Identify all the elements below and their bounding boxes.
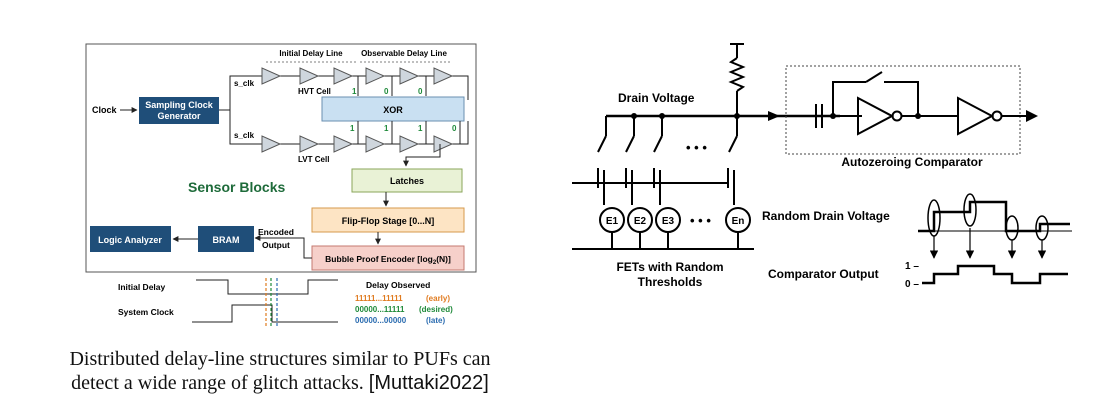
random-drain-label: Random Drain Voltage — [762, 209, 890, 223]
autozero-circuit — [572, 43, 1038, 250]
observable-delay-line-label: Observable Delay Line — [361, 49, 447, 58]
level-0-label: 0 – — [905, 279, 919, 290]
sample-ellipses — [927, 193, 1049, 241]
fet-en: En — [732, 216, 745, 227]
sensor-blocks-title: Sensor Blocks — [188, 179, 285, 195]
fet-e1: E1 — [606, 216, 619, 227]
encoder-label-main: Bubble Proof Encoder [log — [325, 254, 433, 264]
system-clock-label: System Clock — [118, 307, 174, 317]
autozero-box — [785, 65, 1021, 155]
caption-line-2: detect a wide range of glitch attacks. [… — [20, 371, 540, 395]
bottom-bit-2: 1 — [384, 124, 389, 133]
encoder-label-sub: 2 — [433, 260, 437, 266]
encoded-output-line2: Output — [262, 240, 290, 250]
comparator-output-label: Comparator Output — [768, 267, 879, 281]
xor-block — [321, 96, 465, 122]
s-clk-top-label: s_clk — [234, 79, 255, 88]
resistor — [728, 57, 746, 92]
caption-reference: [Muttaki2022] — [368, 372, 489, 394]
initial-delay-waveform — [196, 279, 338, 295]
logic-analyzer-label: Logic Analyzer — [98, 235, 162, 245]
random-drain-waveform — [918, 200, 1070, 233]
delay-row-desired-value: 00000...11111 — [355, 305, 405, 314]
caption-line-2-text: detect a wide range of glitch attacks. — [71, 372, 369, 394]
caption-line-1: Distributed delay-line structures simila… — [69, 348, 491, 370]
lvt-buffer-chain — [261, 135, 454, 153]
encoded-output-line1: Encoded — [258, 227, 294, 237]
delay-row-early-tag: (early) — [426, 294, 450, 303]
fets-label-line2: Thresholds — [638, 275, 703, 289]
delay-observed-label: Delay Observed — [366, 280, 430, 290]
fet-ellipsis-top: • • • — [686, 140, 707, 155]
fet-e3: E3 — [662, 216, 675, 227]
comparator-output-waveform — [922, 264, 1068, 285]
initial-delay-line-label: Initial Delay Line — [279, 49, 343, 58]
top-bit-2: 0 — [384, 87, 389, 96]
initial-delay-label: Initial Delay — [118, 282, 166, 292]
hvt-buffer-chain — [261, 67, 454, 85]
delay-row-early-value: 11111...11111 — [355, 294, 403, 303]
inverter-2 — [957, 96, 995, 136]
bottom-bit-1: 1 — [350, 124, 355, 133]
fet-ellipsis-bottom: • • • — [690, 213, 711, 228]
encoder-label: Bubble Proof Encoder [log2(N)] — [325, 254, 451, 266]
autozero-label: Autozeroing Comparator — [841, 155, 983, 169]
fets-label-line1: FETs with Random — [616, 260, 723, 274]
system-clock-waveform — [192, 304, 338, 323]
fet-labels — [599, 207, 751, 233]
sampling-clock-generator — [139, 97, 219, 124]
lvt-cell-label: LVT Cell — [298, 155, 329, 164]
bottom-bit-4: 0 — [452, 124, 457, 133]
sampling-generator-line1: Sampling Clock — [145, 100, 214, 110]
logic-analyzer-block — [90, 226, 171, 252]
fet-e2: E2 — [634, 216, 647, 227]
flipflop-label: Flip-Flop Stage [0...N] — [342, 216, 435, 226]
xor-label: XOR — [383, 105, 403, 115]
inverter-1 — [857, 96, 895, 136]
delay-row-late-value: 00000...00000 — [355, 316, 407, 325]
top-bit-3: 0 — [418, 87, 423, 96]
s-clk-bottom-label: s_clk — [234, 131, 255, 140]
clock-label: Clock — [92, 105, 118, 115]
latches-block — [351, 168, 463, 193]
encoder-block — [311, 245, 465, 271]
bram-label: BRAM — [213, 235, 240, 245]
sensor-diagram: Clock Sampling Clock Generator s_clk s_c… — [85, 43, 477, 273]
top-bit-1: 1 — [352, 87, 357, 96]
sampling-generator-line2: Generator — [157, 111, 201, 121]
encoder-label-end: (N)] — [436, 254, 451, 264]
flipflop-block — [311, 207, 465, 233]
drain-voltage-label: Drain Voltage — [618, 91, 695, 105]
timing-diagram: Initial Delay System Clock Delay Observe… — [118, 278, 453, 326]
bottom-bit-3: 1 — [418, 124, 423, 133]
delay-row-late-tag: (late) — [426, 316, 445, 325]
delay-row-desired-tag: (desired) — [419, 305, 453, 314]
hvt-cell-label: HVT Cell — [298, 87, 331, 96]
level-1-label: 1 – — [905, 261, 919, 272]
figure-caption: Distributed delay-line structures simila… — [20, 347, 540, 395]
bram-block — [198, 226, 254, 252]
latches-label: Latches — [390, 176, 424, 186]
